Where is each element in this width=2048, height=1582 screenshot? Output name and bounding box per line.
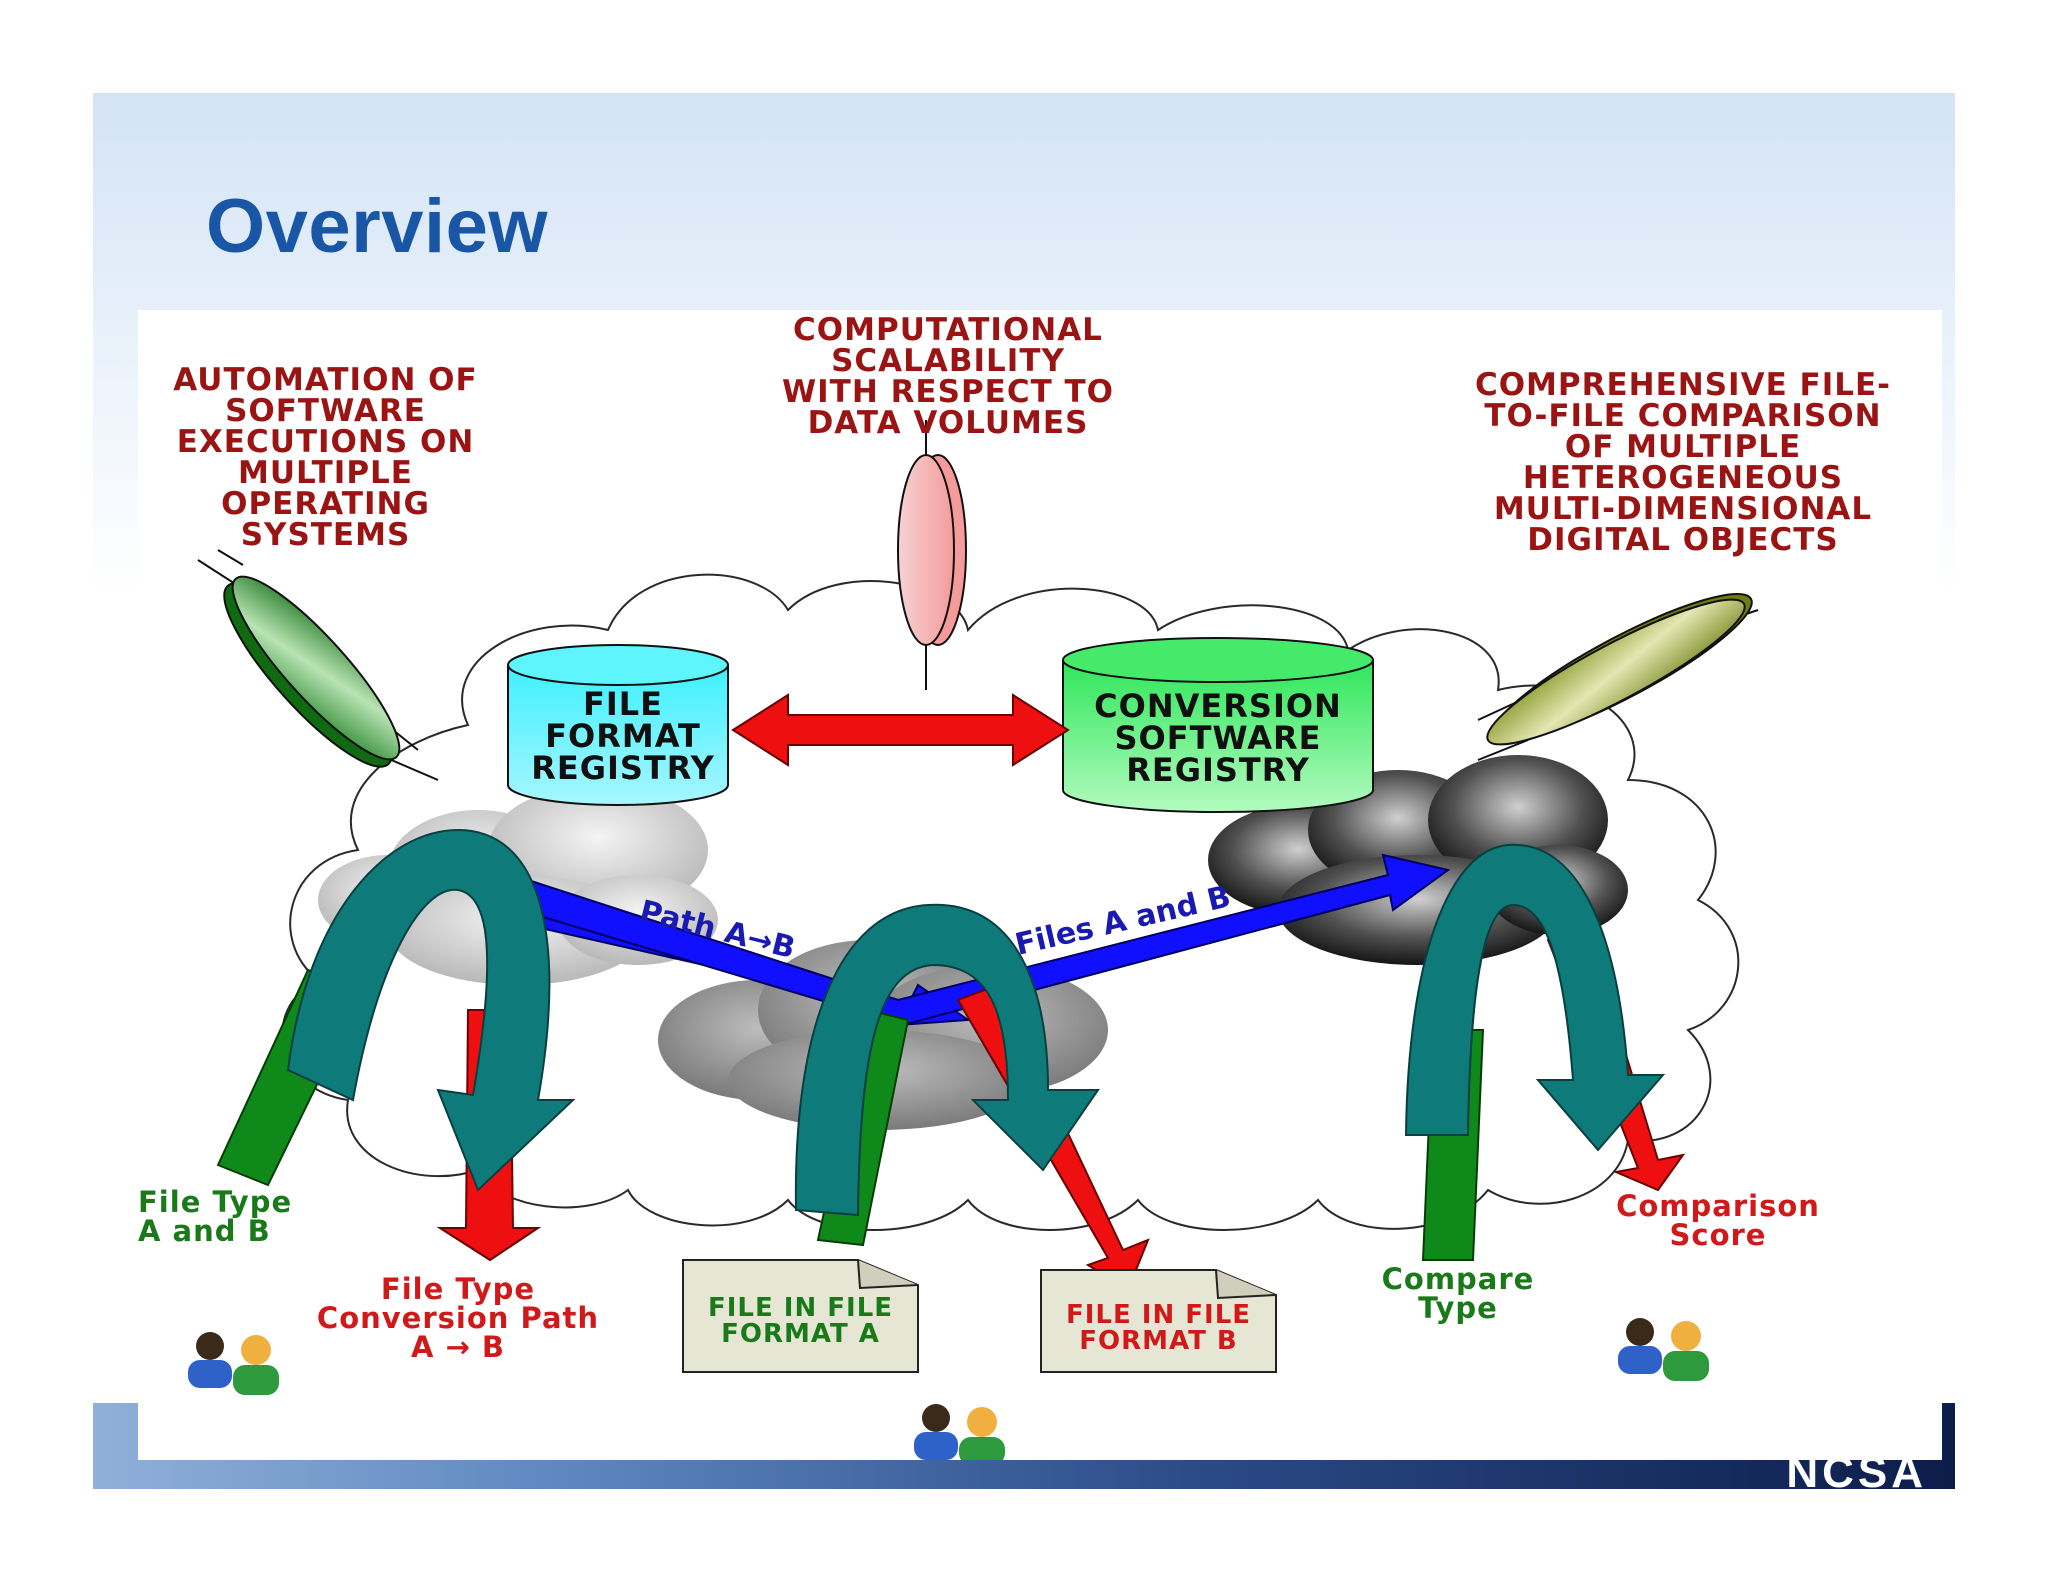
document-format-b-label: FILE IN FILE FORMAT B	[1065, 1300, 1252, 1356]
goal-automation-label: AUTOMATION OF SOFTWARE EXECUTIONS ON MUL…	[173, 362, 478, 553]
users-icon-middle	[914, 1404, 1005, 1460]
document-format-a-label: FILE IN FILE FORMAT A	[707, 1293, 894, 1349]
lens-scalability	[897, 420, 967, 690]
document-format-a	[682, 1259, 919, 1373]
lens-comparison	[1477, 592, 1759, 761]
conversion-software-registry	[1062, 637, 1374, 813]
diagram-graphics: Path A→B Files A and B	[188, 420, 1759, 1460]
lens-automation	[197, 549, 439, 781]
file-type-input-label: File Type A and B	[138, 1185, 293, 1248]
overview-diagram: Path A→B Files A and B	[138, 310, 1942, 1460]
compare-type-input-label: Compare Type	[1381, 1262, 1535, 1325]
users-icon-right	[1618, 1318, 1709, 1381]
goal-scalability-label: COMPUTATIONAL SCALABILITY WITH RESPECT T…	[781, 312, 1115, 441]
teal-arc-arrows	[286, 828, 1666, 1217]
goal-comparison-label: COMPREHENSIVE FILE- TO-FILE COMPARISON O…	[1474, 367, 1892, 558]
page-title: Overview	[206, 184, 548, 269]
conversion-path-output-label: File Type Conversion Path A → B	[316, 1272, 600, 1364]
document-format-b	[1040, 1269, 1277, 1373]
registry-link-arrow	[731, 693, 1070, 767]
conversion-software-registry-label: CONVERSION SOFTWARE REGISTRY	[1094, 687, 1342, 789]
users-icon-left	[188, 1332, 279, 1395]
file-format-registry-label: FILE FORMAT REGISTRY	[531, 685, 715, 787]
comparison-score-output-label: Comparison Score	[1616, 1189, 1820, 1252]
file-format-registry	[507, 644, 729, 806]
